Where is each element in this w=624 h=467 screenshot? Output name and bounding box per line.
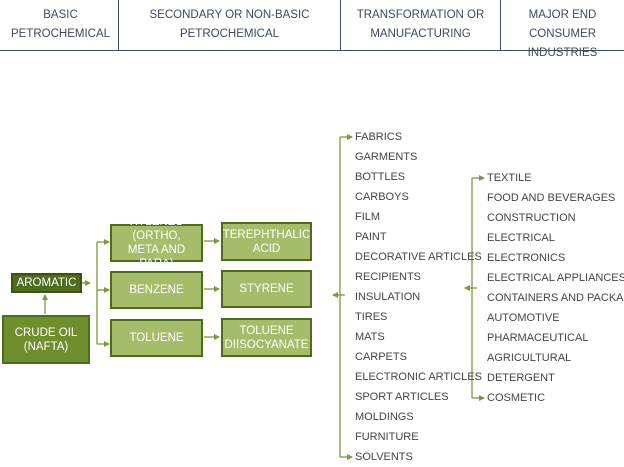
- list-item: GARMENTS: [355, 151, 418, 163]
- list-item: TIRES: [355, 311, 388, 323]
- list-item: SPORT ARTICLES: [355, 391, 449, 403]
- list-item: PHARMACEUTICAL: [487, 332, 589, 344]
- list-item: MOLDINGS: [355, 411, 414, 423]
- list-item: INSULATION: [355, 291, 421, 303]
- list-item: CONSTRUCTION: [487, 212, 576, 224]
- list-item: DETERGENT: [487, 372, 555, 384]
- list-item: COSMETIC: [487, 392, 546, 404]
- list-item: DECORATIVE ARTICLES: [355, 251, 482, 263]
- header-basic-petrochemical: BASIC PETROCHEMICAL: [10, 9, 111, 40]
- list-item: CARBOYS: [355, 191, 409, 203]
- aromatic-box: AROMATIC: [11, 273, 82, 293]
- benzene-box: BENZENE: [110, 271, 203, 309]
- crude-oil-box: CRUDE OIL(NAFTA): [2, 315, 90, 364]
- list-item: ELECTRONIC ARTICLES: [355, 371, 482, 383]
- toluene-box: TOLUENE: [110, 319, 203, 357]
- list-item: SOLVENTS: [355, 451, 413, 463]
- xylenes-box: XYLENES (ORTHO,META AND PARA): [110, 216, 203, 270]
- list-item: ELECTRONICS: [487, 252, 566, 264]
- list-item: AUTOMOTIVE: [487, 312, 560, 324]
- list-item: CONTAINERS AND PACKAGING: [487, 292, 624, 304]
- list-item: ELECTRICAL: [487, 232, 555, 244]
- list-item: CARPETS: [355, 351, 407, 363]
- list-item: FOOD AND BEVERAGES: [487, 192, 616, 204]
- list-item: ELECTRICAL APPLIANCES: [487, 272, 624, 284]
- list-item: TEXTILE: [487, 172, 532, 184]
- styrene-box: STYRENE: [221, 270, 312, 308]
- list-item: PAINT: [355, 231, 387, 243]
- manufacturing-list: FABRICS GARMENTS BOTTLES CARBOYS FILM PA…: [355, 127, 482, 467]
- list-item: FILM: [355, 211, 381, 223]
- column-header-bar: BASIC PETROCHEMICAL SECONDARY OR NON-BAS…: [0, 0, 624, 59]
- list-item: MATS: [355, 331, 385, 343]
- list-item: FURNITURE: [355, 431, 419, 443]
- industries-list: TEXTILE FOOD AND BEVERAGES CONSTRUCTION …: [487, 168, 624, 408]
- list-item: AGRICULTURAL: [487, 352, 572, 364]
- list-item: FABRICS: [355, 131, 403, 143]
- list-item: RECIPIENTS: [355, 271, 422, 283]
- list-item: BOTTLES: [355, 171, 406, 183]
